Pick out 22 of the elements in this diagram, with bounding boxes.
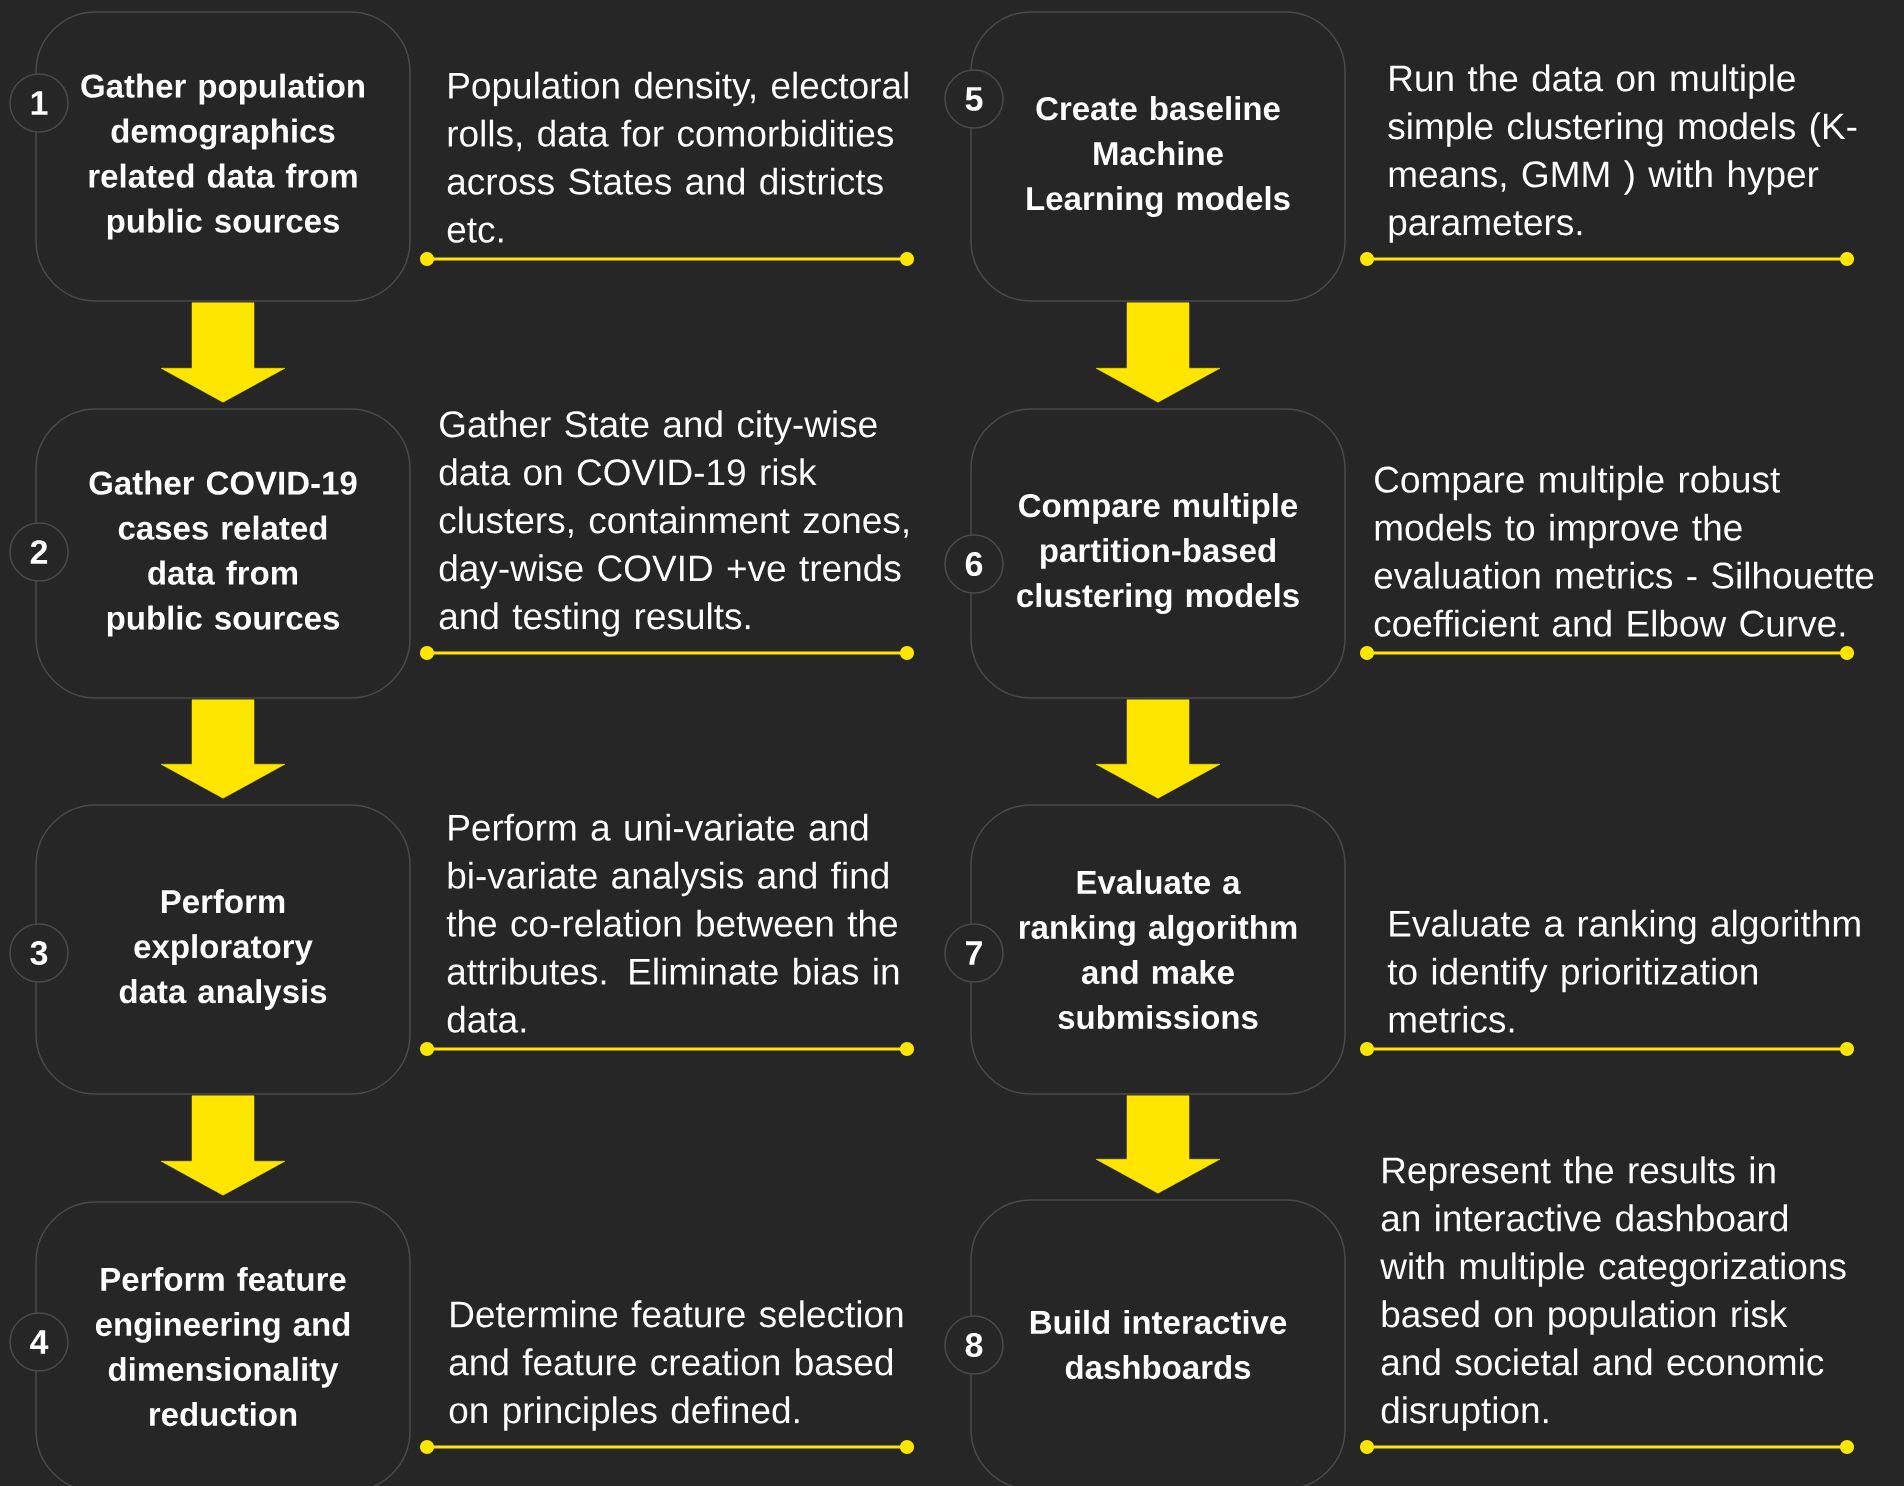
step-number: 4: [9, 1312, 69, 1372]
description-text: Determine feature selection and feature creation based on principles defined.: [449, 1300, 903, 1431]
description-text: Run the data on multiple simple clustering models (K-means, GMM ) with hyper parameters.: [1388, 64, 1857, 243]
description-text: Represent the results in an interactive dashboard with multiple categorizations based on population risk and societal and economic disruption.: [1380, 1156, 1846, 1431]
step-number: 8: [944, 1315, 1004, 1375]
step-number: 6: [944, 534, 1004, 594]
down-arrow: [1095, 1095, 1221, 1194]
step-number: 2: [9, 522, 69, 582]
down-arrow: [160, 302, 286, 403]
description-text: Population density, electoral rolls, data for comorbidities across States and districts etc.: [447, 71, 908, 243]
step-number: 3: [9, 923, 69, 983]
down-arrow: [1095, 302, 1221, 403]
step-number: 7: [944, 923, 1004, 983]
description-text: Perform a uni-variate and bi-variate analysis and find the co-relation between the attributes. Eliminate bias in data.: [446, 813, 899, 1033]
step-number: 1: [9, 73, 69, 133]
description-text: Evaluate a ranking algorithm to identify prioritization metrics.: [1387, 909, 1860, 1033]
down-arrow: [160, 1095, 286, 1196]
description-text: Compare multiple robust models to improve the evaluation metrics - Silhouette coefficient and Elbow Curve.: [1374, 465, 1874, 637]
description-text: Gather State and city-wise data on COVID-19 risk clusters, containment zones, day-wise COVID +ve trends and testing results.: [439, 410, 908, 637]
down-arrow: [1095, 699, 1221, 799]
down-arrow: [160, 699, 286, 799]
step-number: 5: [944, 69, 1004, 129]
